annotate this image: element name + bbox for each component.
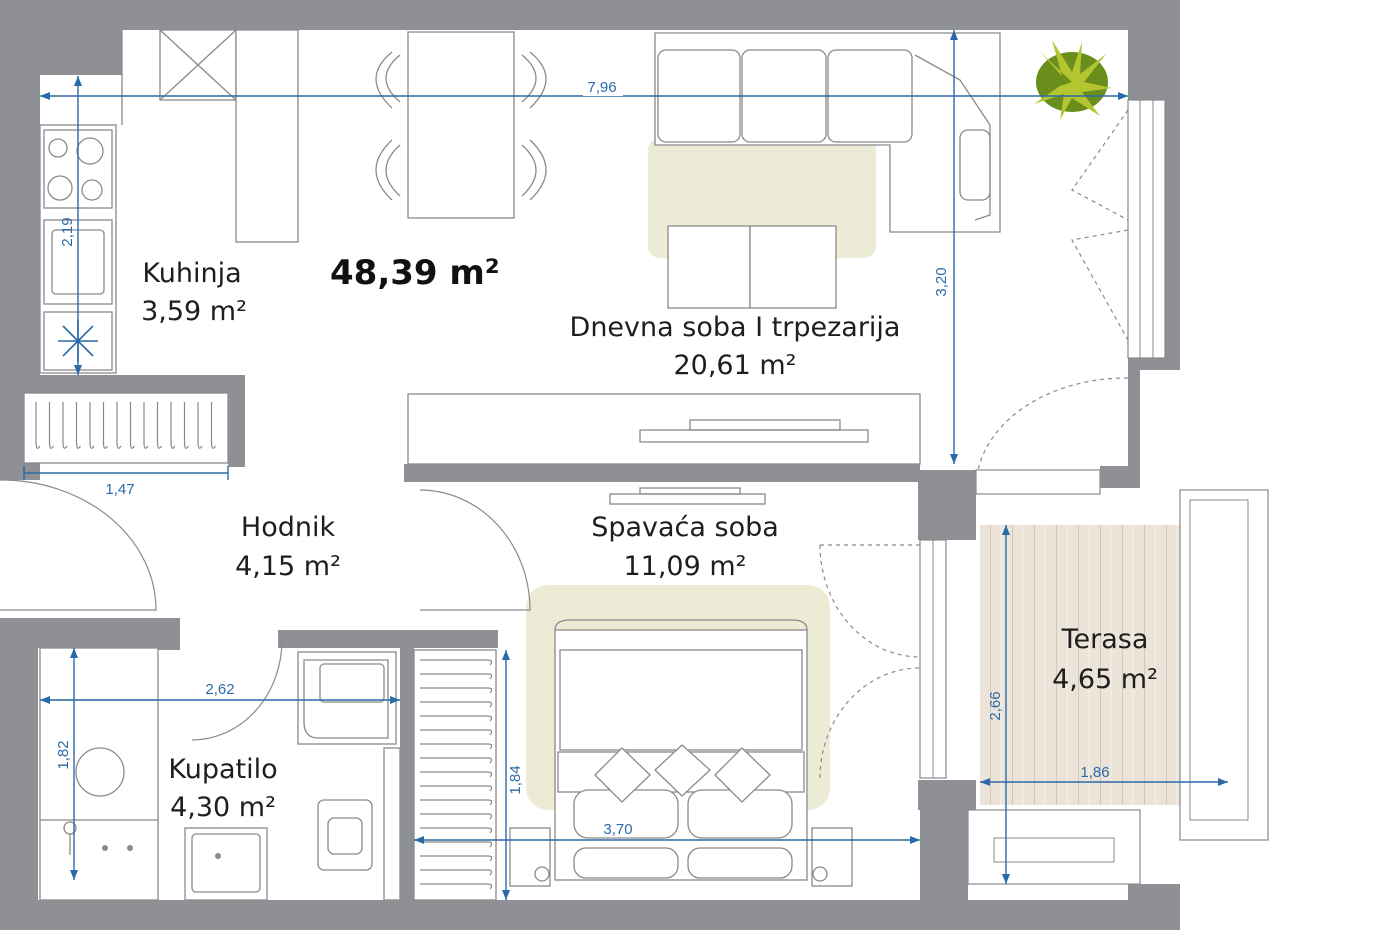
dim-terrace-width: 1,86 <box>1080 764 1109 781</box>
sofa <box>654 32 1001 233</box>
dim-kitchen-height: 2,19 <box>59 217 76 246</box>
total-area: 48,39 m² <box>330 253 500 293</box>
dim-bath-width: 2,62 <box>205 681 234 698</box>
dining-table <box>375 31 547 219</box>
room-name-spavaca: Spavaća soba <box>591 512 779 543</box>
plant-icon <box>1034 40 1112 120</box>
room-area-terasa: 4,65 m² <box>1052 664 1158 695</box>
walls <box>0 0 1180 930</box>
room-area-kupatilo: 4,30 m² <box>170 792 276 823</box>
bath-cabinet <box>383 747 401 901</box>
room-area-dnevna: 20,61 m² <box>673 350 796 381</box>
windows <box>919 99 1269 885</box>
room-area-hodnik: 4,15 m² <box>235 551 341 582</box>
toilet-icon <box>317 799 373 871</box>
room-name-dnevna: Dnevna soba I trpezarija <box>570 312 901 343</box>
hall-wardrobe <box>23 392 229 464</box>
stove-icon <box>297 651 397 745</box>
room-name-terasa: Terasa <box>1061 624 1149 655</box>
bedroom-wardrobe <box>413 649 497 901</box>
room-name-kupatilo: Kupatilo <box>168 754 277 785</box>
dim-bedroom-height: 1,84 <box>507 765 524 794</box>
dim-terrace-height: 2,66 <box>987 691 1004 720</box>
door-swings <box>0 109 1129 779</box>
bedroom-tv <box>609 487 766 505</box>
room-name-hodnik: Hodnik <box>241 512 336 543</box>
sink-icon <box>184 827 268 901</box>
dimension-labels: 7,96 3,20 2,19 1,47 2,62 1,82 1,84 3,70 … <box>55 78 1110 838</box>
room-area-spavaca: 11,09 m² <box>623 551 746 582</box>
washer-icon <box>63 747 133 855</box>
bed <box>509 619 853 887</box>
tv-unit <box>407 393 921 465</box>
coffee-table <box>667 225 837 309</box>
dim-bedroom-width: 3,70 <box>603 821 632 838</box>
dim-hall-width: 1,47 <box>105 481 134 498</box>
room-area-kuhinja: 3,59 m² <box>141 296 247 327</box>
dim-bath-height: 1,82 <box>55 740 72 769</box>
dim-living-height: 3,20 <box>933 267 950 296</box>
shower <box>39 647 159 901</box>
dim-top-width: 7,96 <box>587 79 616 96</box>
room-name-kuhinja: Kuhinja <box>142 258 241 289</box>
